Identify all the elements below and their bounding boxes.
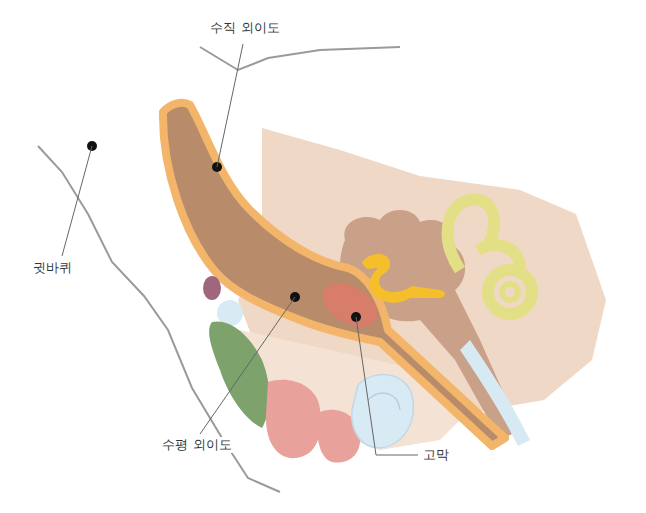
ear-canal xyxy=(163,103,505,446)
leader-line xyxy=(62,44,418,455)
part-label: 수평 외이도 xyxy=(160,437,233,453)
cochlea xyxy=(502,284,518,300)
muscle xyxy=(209,321,269,428)
inner-ear xyxy=(448,200,532,314)
vessel xyxy=(352,375,414,448)
head-outline xyxy=(200,47,400,70)
part-label: 수직 외이도 xyxy=(208,20,281,36)
vessel xyxy=(368,393,400,410)
part-label: 귓바퀴 xyxy=(31,260,74,276)
part-label: 고막 xyxy=(421,447,451,463)
ossicles xyxy=(362,254,445,303)
gland xyxy=(266,380,321,458)
gland xyxy=(203,276,221,300)
